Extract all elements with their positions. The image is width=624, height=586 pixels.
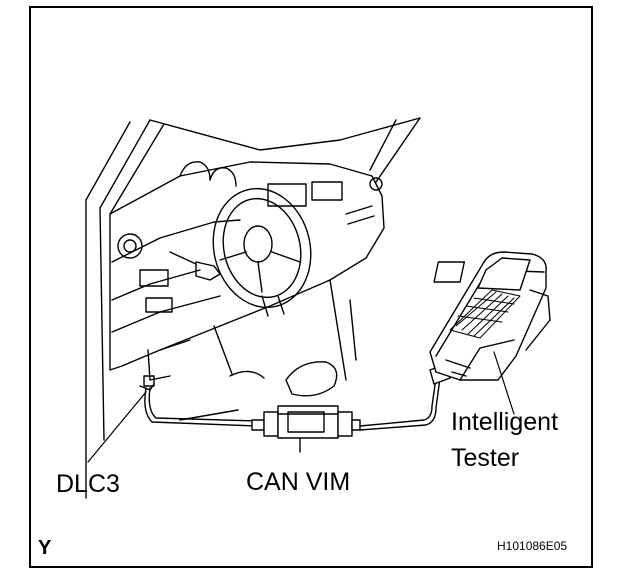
a-pillar	[85, 119, 165, 499]
intelligent-tester-device	[429, 251, 551, 385]
tester-leader-line	[493, 351, 515, 415]
can-vim-label: CAN VIM	[246, 468, 351, 496]
tester-label-line2: Tester	[451, 444, 520, 472]
dlc3-connector	[139, 375, 155, 391]
can-vim-module	[251, 405, 361, 453]
windshield-edge	[149, 117, 421, 183]
corner-letter: Y	[38, 537, 52, 559]
figure-code: H101086E05	[497, 539, 568, 553]
steering-wheel	[212, 187, 312, 317]
dlc3-leader-line	[87, 391, 147, 463]
dlc3-label: DLC3	[56, 470, 120, 498]
cable-dlc3-to-vim	[144, 387, 257, 427]
ignition-key	[169, 251, 221, 281]
tester-label-line1: Intelligent	[451, 408, 559, 436]
cable-vim-to-tester	[359, 377, 441, 431]
